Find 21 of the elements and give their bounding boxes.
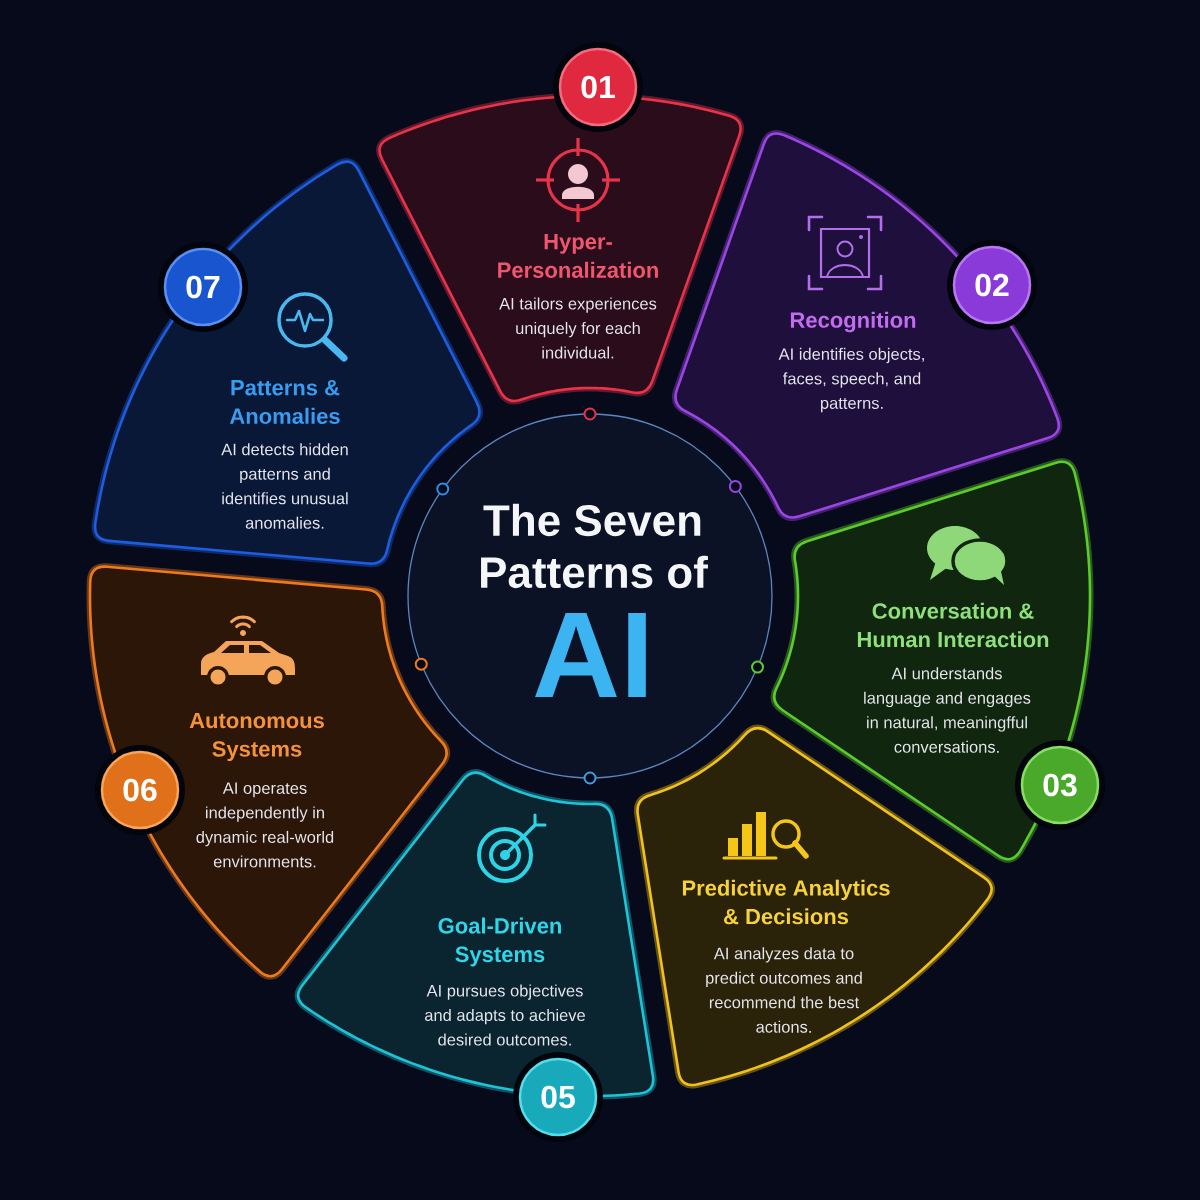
panel-title: Patterns & Anomalies xyxy=(229,380,340,424)
number-badge: 02 xyxy=(947,240,1037,330)
large-heading: AI xyxy=(535,613,646,697)
panel-title: Autonomous Systems xyxy=(189,712,324,762)
panel-title: Recognition xyxy=(790,311,916,333)
panel-title: Conversation & Human Interaction xyxy=(857,602,1049,648)
panel-title: Hyper-Personalization xyxy=(498,234,658,278)
panel-description: AI identifies objects, faces, speech, and patterns. xyxy=(778,347,924,413)
pattern-panel xyxy=(91,158,483,568)
panel-description: AI detects hidden patterns and identifies unusual anomalies. xyxy=(221,443,348,529)
panel-description: AI tailors experiences uniquely for each individual. xyxy=(499,297,657,359)
number-badge: 03 xyxy=(1015,740,1105,830)
panel-title: Predictive Analytics & Decisions xyxy=(682,879,890,925)
number-badge: 01 xyxy=(553,42,643,132)
center-circle xyxy=(407,413,773,779)
panel-description: AI pursues objectives and adapts to achieve desired outcomes. xyxy=(425,984,585,1046)
panel-title: Goal-Driven Systems xyxy=(438,917,561,967)
panel-description: AI analyzes data to predict outcomes and recommend the best actions. xyxy=(706,947,862,1033)
number-badge: 05 xyxy=(513,1052,603,1142)
heading: The Seven Patterns of xyxy=(481,503,708,589)
panel-description: AI operates independently in dynamic real-world environments. xyxy=(196,782,334,868)
